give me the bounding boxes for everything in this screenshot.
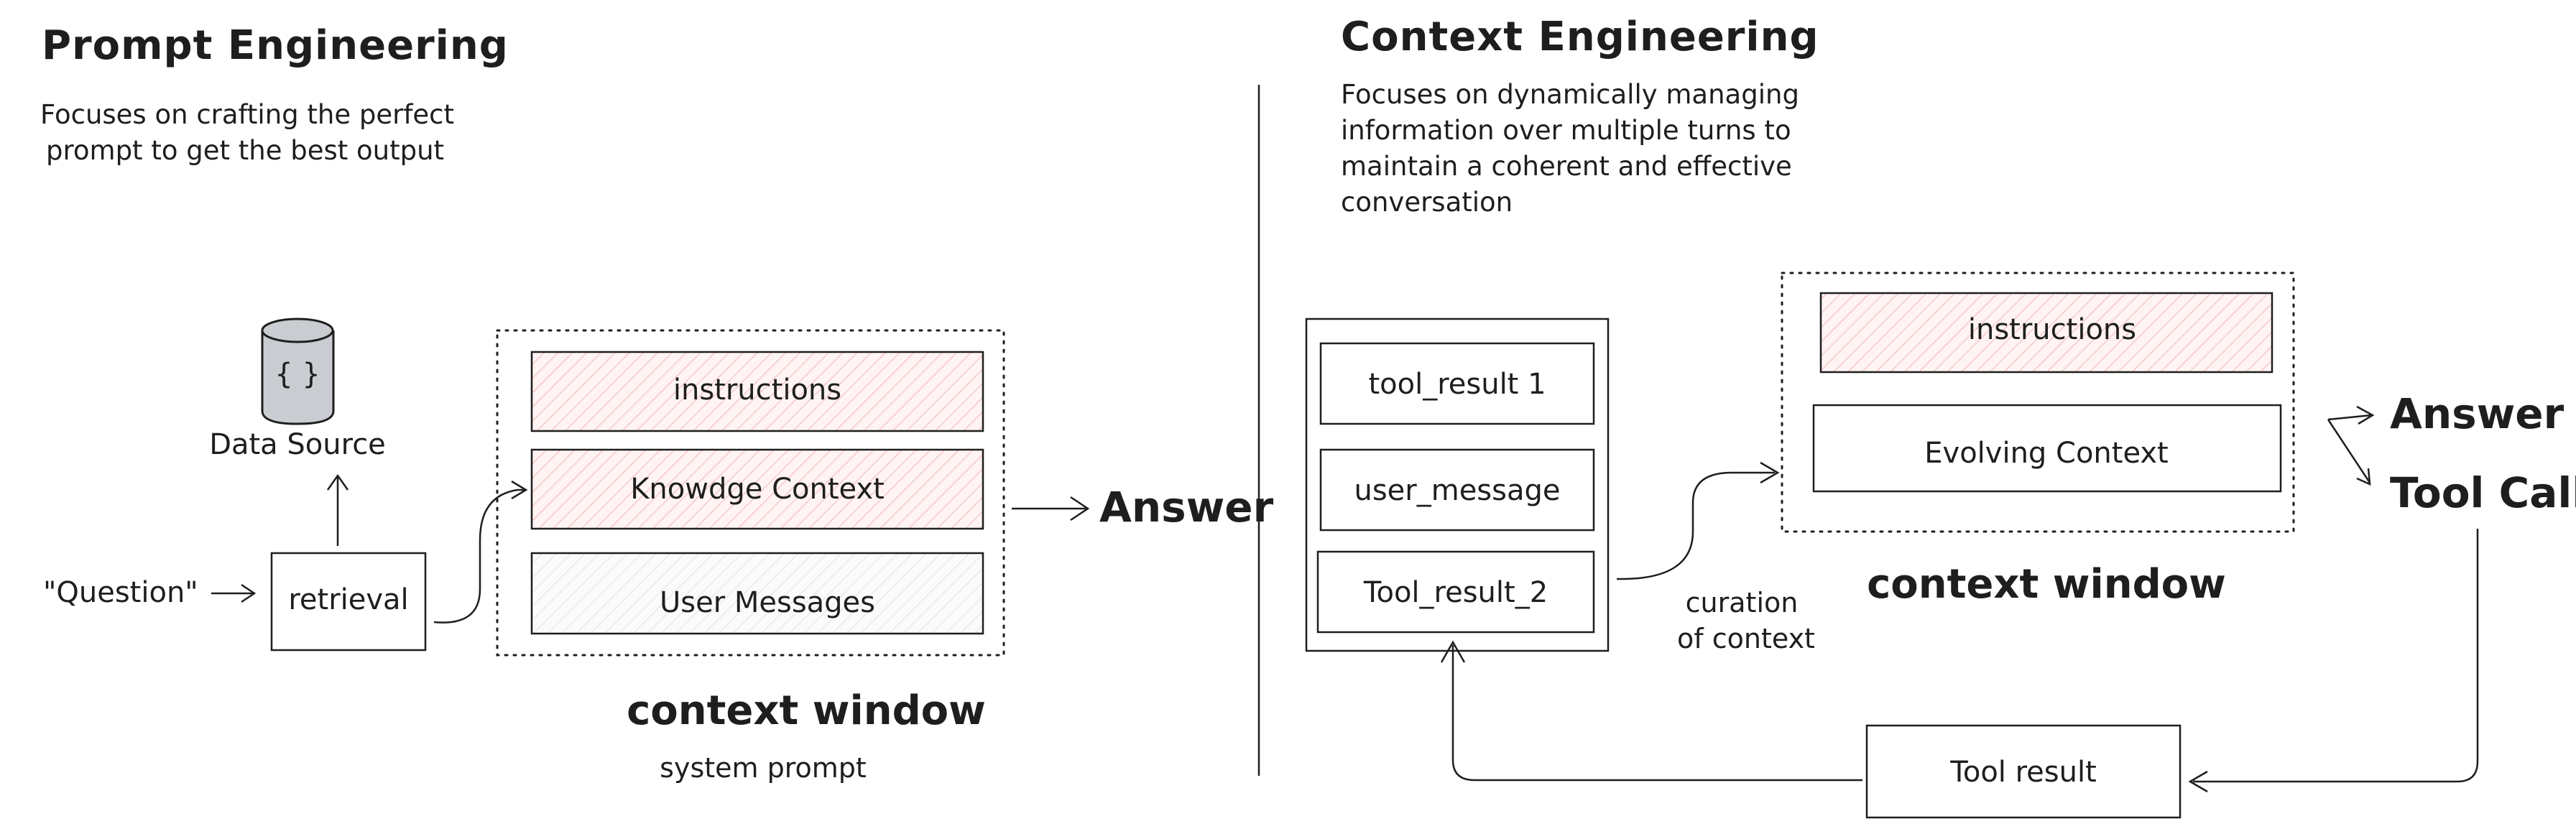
stack-item-tool-result-1-label: tool_result 1: [1368, 368, 1546, 401]
arrow-toolcall-head: [2188, 770, 2208, 793]
left-box-instructions: [530, 351, 984, 432]
retrieval-box: [270, 552, 427, 652]
arrow-question-to-retrieval: [211, 583, 257, 603]
stack-item-tool-result-2: [1316, 550, 1595, 634]
left-answer-label: Answer: [1099, 483, 1274, 532]
retrieval-label: retrieval: [288, 583, 408, 616]
tool-result-label: Tool result: [1949, 756, 2097, 789]
left-box-instructions-label: instructions: [673, 374, 841, 407]
data-source-label: Data Source: [209, 428, 386, 461]
right-box-instructions-label: instructions: [1968, 313, 2136, 346]
arrow-stack-to-window: [1616, 471, 1775, 580]
arrow-toolcall-to-result: [2193, 529, 2479, 783]
tool-result-box: [1865, 724, 2182, 819]
right-answer-label: Answer: [2390, 389, 2565, 438]
right-box-evolving-context: [1812, 404, 2282, 493]
right-context-window: [1781, 272, 2295, 533]
right-description-line-1: Focuses on dynamically managing: [1341, 79, 1799, 110]
left-box-user-messages: [530, 552, 984, 635]
left-caption: context window: [627, 687, 986, 734]
right-description-line-2: information over multiple turns to: [1341, 115, 1791, 146]
right-description-line-3: maintain a coherent and effective: [1341, 151, 1792, 182]
left-title: Prompt Engineering: [42, 22, 509, 69]
arrow-result-head: [1440, 640, 1466, 663]
braces-icon: { }: [274, 358, 320, 391]
left-box-user-messages-label: User Messages: [660, 586, 875, 619]
curation-line-1: curation: [1686, 587, 1799, 618]
stack-item-user-message: [1319, 448, 1595, 532]
arrow-window-to-outputs: [2327, 405, 2375, 486]
arrow-retrieval-head: [511, 480, 528, 500]
left-description-line-2: prompt to get the best output: [46, 135, 444, 166]
right-caption: context window: [1867, 561, 2226, 608]
stack-item-user-message-label: user_message: [1354, 474, 1560, 507]
arrow-retrieval-to-source: [326, 473, 349, 546]
right-description-line-4: conversation: [1341, 187, 1513, 218]
arrow-stack-head: [1760, 461, 1780, 484]
database-icon: { }: [261, 318, 335, 425]
arrow-window-to-answer: [1012, 496, 1090, 522]
left-box-knowledge-context: [530, 448, 984, 530]
arrow-result-to-stack: [1451, 645, 1862, 782]
stack-item-tool-result-2-label: Tool_result_2: [1363, 576, 1548, 609]
left-description-line-1: Focuses on crafting the perfect: [40, 99, 454, 130]
arrow-retrieval-to-window: [433, 488, 525, 624]
curation-line-2: of context: [1677, 623, 1815, 654]
right-box-instructions: [1819, 292, 2273, 374]
right-box-evolving-context-label: Evolving Context: [1924, 437, 2168, 470]
left-sub-caption: system prompt: [660, 752, 867, 784]
question-label: "Question": [43, 576, 198, 609]
tool-call-label: Tool Call: [2390, 468, 2576, 517]
right-title: Context Engineering: [1341, 14, 1819, 60]
left-box-knowledge-context-label: Knowdge Context: [630, 473, 885, 506]
stack-item-tool-result-1: [1319, 342, 1595, 425]
left-context-window: [496, 329, 1005, 657]
